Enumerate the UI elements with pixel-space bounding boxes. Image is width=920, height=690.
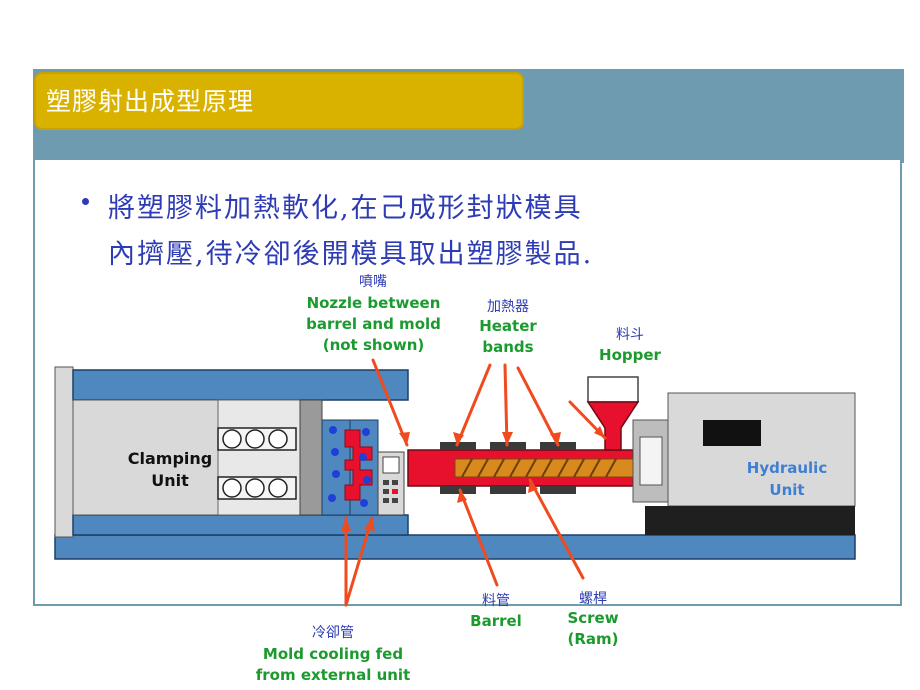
cooling-label-en: Mold cooling fed from external unit [248, 644, 418, 686]
clamping-cylinder [72, 399, 219, 516]
clamping-frame [72, 369, 409, 401]
annotation-arrows [344, 358, 607, 607]
hydraulic-base [645, 506, 855, 535]
cooling-label-line-1: Mold cooling fed [262, 645, 404, 663]
clamping-frame-bottom [72, 514, 409, 536]
moving-platen [299, 399, 323, 516]
clamping-unit-label: Clamping Unit [115, 448, 225, 492]
heater-label-zh: 加熱器 [487, 299, 529, 315]
cooling-channels [328, 426, 371, 507]
control-buttons [383, 480, 398, 503]
heater-label-line-1: Heater [479, 317, 537, 335]
control-display [382, 456, 400, 474]
screw-label-en: Screw (Ram) [553, 608, 633, 650]
hydraulic-window [703, 420, 761, 446]
nozzle-label-line-1: Nozzle between [306, 294, 441, 312]
cooling-label-zh: 冷卻管 [312, 625, 354, 641]
hydraulic-connector-inner [639, 436, 663, 486]
barrel-label-en: Barrel [470, 612, 522, 630]
hopper-top [587, 376, 639, 403]
annotation-arrowheads [341, 426, 605, 531]
hydraulic-label-line-2: Unit [769, 481, 805, 499]
nozzle-label-en: Nozzle between barrel and mold (not show… [296, 293, 451, 356]
heater-label-line-2: bands [482, 338, 534, 356]
barrel-label-zh: 料管 [482, 593, 510, 609]
heater-label-en: Heater bands [468, 316, 548, 358]
bullet-icon [82, 198, 89, 205]
hopper-label-zh: 料斗 [616, 327, 644, 343]
hydraulic-label-line-1: Hydraulic [746, 459, 828, 477]
slide-title: 塑膠射出成型原理 [46, 87, 255, 116]
nozzle-label-line-3: (not shown) [322, 336, 425, 354]
bullet-text-line-2: 內擠壓,待冷卻後開模具取出塑膠製品. [108, 239, 594, 270]
hydraulic-unit [667, 392, 856, 507]
hydraulic-unit-label: Hydraulic Unit [732, 457, 842, 501]
nozzle-label-line-2: barrel and mold [306, 315, 441, 333]
bullet-text-line-1: 將塑膠料加熱軟化,在己成形封狀模具 [108, 193, 583, 224]
screw-label-line-2: (Ram) [567, 630, 619, 648]
end-plate [54, 366, 74, 538]
hopper-label-en: Hopper [599, 346, 661, 364]
title-box [34, 72, 524, 130]
screw-flights [461, 458, 617, 478]
screw-label-line-1: Screw [567, 609, 619, 627]
nozzle-label-zh: 噴嘴 [359, 274, 387, 290]
clamping-label-line-2: Unit [151, 471, 189, 490]
clamping-label-line-1: Clamping [127, 449, 213, 468]
tie-bar-top [217, 427, 297, 451]
cooling-label-line-2: from external unit [255, 666, 411, 684]
tie-bar-bottom [217, 476, 297, 500]
screw-label-zh: 螺桿 [579, 591, 607, 607]
machine-base [54, 534, 856, 560]
hopper-funnel [586, 401, 640, 451]
